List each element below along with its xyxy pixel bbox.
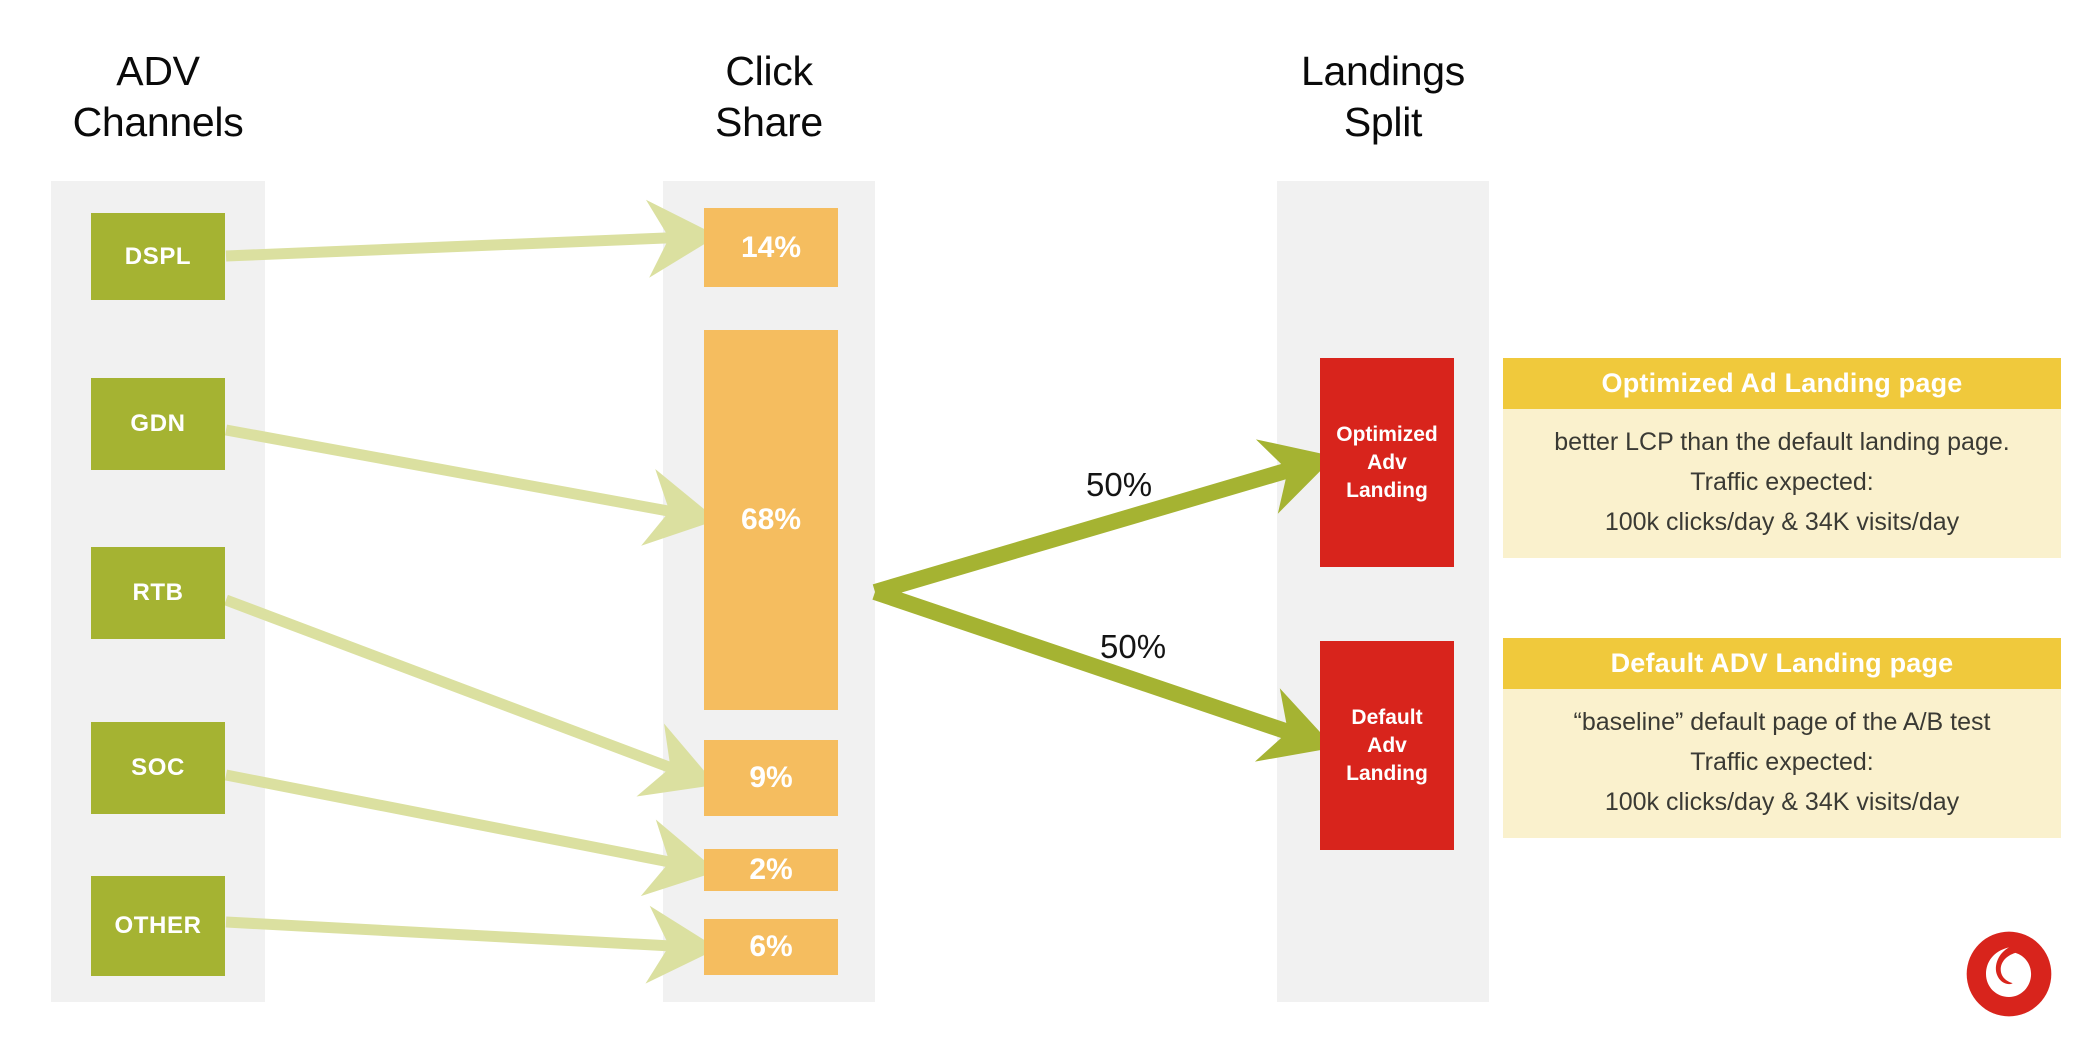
info-card-optimized-ad-landing: Optimized Ad Landing page better LCP tha… [1503,358,2061,558]
column-heading-click-share: Click Share [715,48,823,145]
info-card-title-optimized: Optimized Ad Landing page [1503,358,2061,409]
split-label-default: 50% [1100,628,1167,665]
info-card-default-adv-landing: Default ADV Landing page “baseline” defa… [1503,638,2061,838]
click-share-bar-9[interactable]: 9% [704,740,838,816]
channel-box-other[interactable]: OTHER [91,876,225,976]
flow-split-to-default [872,584,1335,762]
column-background-landings-split [1277,181,1489,1002]
flow-soc-to-2 [224,769,718,897]
landing-box-default[interactable]: Default Adv Landing [1320,641,1454,850]
info-card-body-default: “baseline” default page of the A/B test … [1503,689,2061,838]
click-share-bar-6[interactable]: 6% [704,919,838,975]
flow-gdn-to-68 [225,424,718,546]
channel-box-gdn[interactable]: GDN [91,378,225,470]
click-share-bar-68[interactable]: 68% [704,330,838,710]
info-card-title-default: Default ADV Landing page [1503,638,2061,689]
landing-box-optimized[interactable]: Optimized Adv Landing [1320,358,1454,567]
click-share-bar-14[interactable]: 14% [704,208,838,287]
flow-dspl-to-14 [225,199,718,278]
channel-box-dspl[interactable]: DSPL [91,213,225,300]
channel-box-soc[interactable]: SOC [91,722,225,814]
flow-rtb-to-9 [224,594,717,797]
info-card-body-optimized: better LCP than the default landing page… [1503,409,2061,558]
column-heading-landings-split: Landings Split [1300,48,1466,145]
split-label-optimized: 50% [1086,466,1153,503]
vodafone-logo [1966,931,2052,1017]
column-heading-adv-channels: ADV Channels [72,48,244,145]
channel-box-rtb[interactable]: RTB [91,547,225,639]
flow-other-to-6 [225,905,718,984]
click-share-bar-2[interactable]: 2% [704,849,838,891]
